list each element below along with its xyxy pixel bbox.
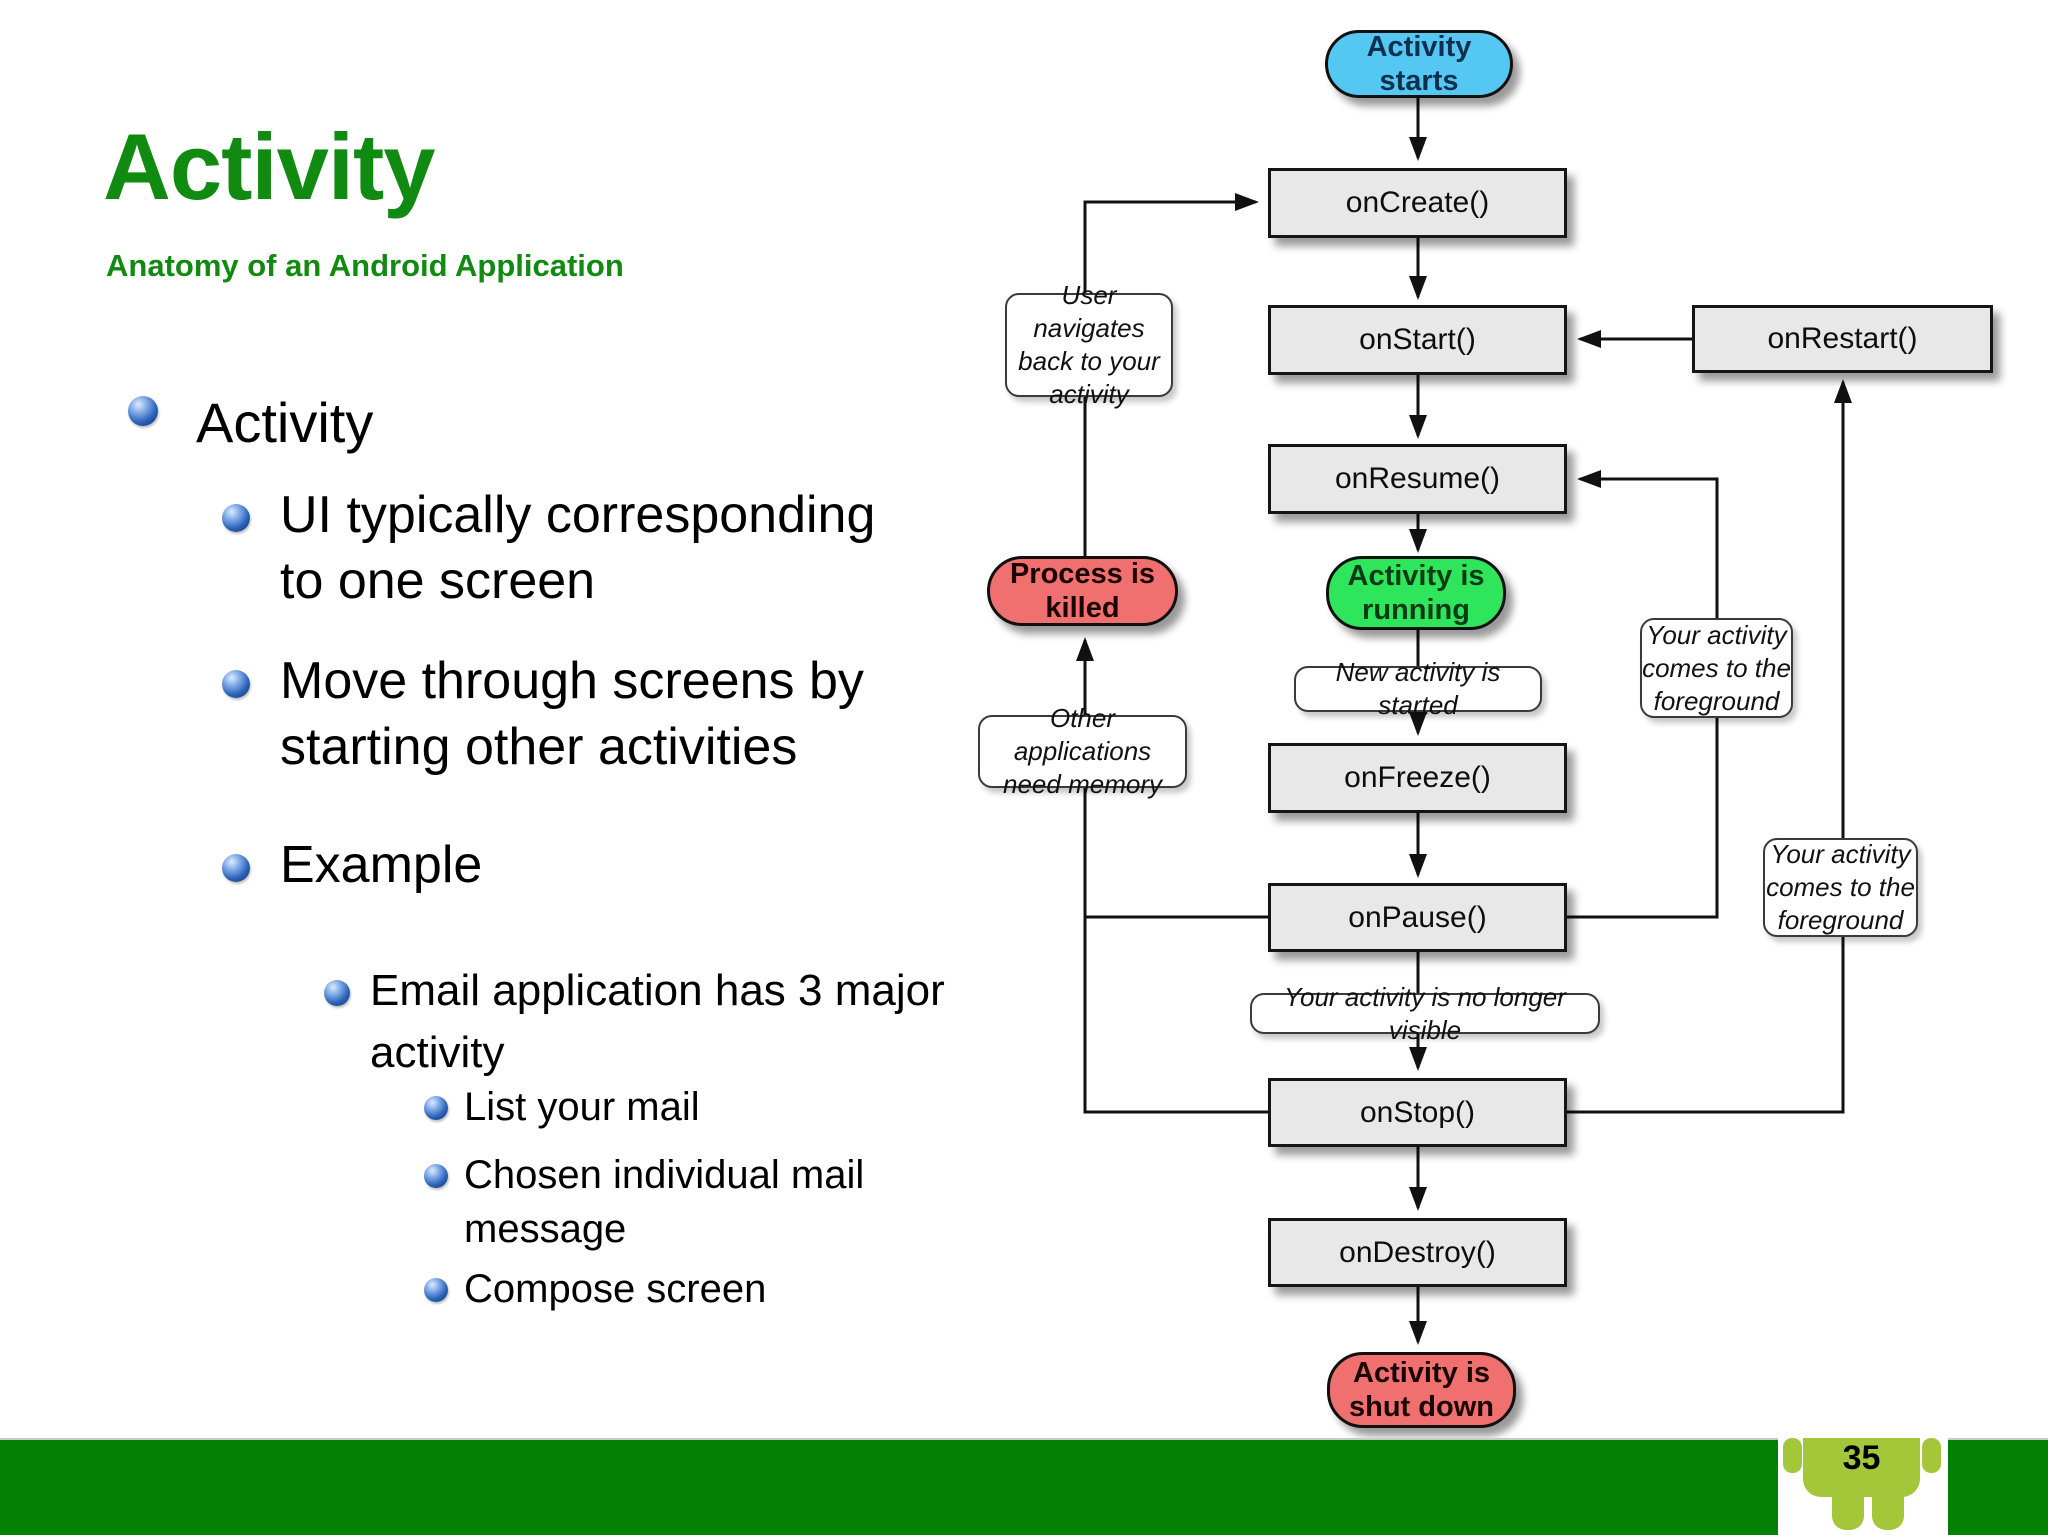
list-item-line: Move through screens by (280, 652, 864, 710)
list-item: List your mail (424, 1080, 700, 1134)
list-item: Activity (128, 388, 373, 458)
list-item-line: activity (370, 1028, 505, 1077)
android-arm-icon (1783, 1438, 1802, 1473)
annotation-line: Your activity is no longer visible (1284, 981, 1566, 1045)
android-logo: 35 (1778, 1438, 1948, 1535)
list-item-text: Activity (196, 388, 373, 458)
node-process-killed: Process is killed (987, 556, 1178, 626)
list-item-text: UI typically corresponding to one screen (280, 482, 875, 614)
node-label-line: Process is (1009, 558, 1156, 590)
android-body-icon (1803, 1438, 1920, 1497)
list-item-line: message (464, 1207, 627, 1251)
node-label-line: starts (1379, 65, 1459, 97)
list-item-text: Compose screen (464, 1262, 766, 1316)
annotation-line: foreground (1653, 685, 1780, 716)
node-label: onDestroy() (1339, 1235, 1496, 1269)
bullet-icon (222, 854, 250, 882)
annotation-line: Your activity (1646, 619, 1787, 650)
footer-bar (0, 1438, 2048, 1535)
annotation-no-longer-visible: Your activity is no longer visible (1250, 982, 1600, 1045)
annotation-line: User navigates (1033, 280, 1145, 343)
node-label-line: Activity is (1347, 560, 1485, 592)
annotation-line: activity (1049, 379, 1129, 409)
node-oncreate: onCreate() (1268, 168, 1567, 238)
annotation-line: need memory (1003, 769, 1162, 799)
annotation-user-navigates: User navigates back to your activity (1005, 280, 1173, 409)
node-activity-shutdown: Activity is shut down (1327, 1352, 1516, 1428)
annotation-line: foreground (1777, 905, 1904, 935)
annotation-foreground-resume: Your activity comes to the foreground (1640, 618, 1793, 718)
list-item: UI typically corresponding to one screen (222, 482, 875, 614)
node-label: onCreate() (1345, 186, 1490, 219)
node-label: onPause() (1348, 900, 1487, 934)
node-label: onRestart() (1767, 322, 1918, 355)
list-item-text: Example (280, 832, 482, 898)
android-arm-icon (1922, 1438, 1941, 1473)
node-label: onStart() (1359, 323, 1476, 356)
list-item-line: UI typically corresponding (280, 486, 876, 544)
bullet-icon (222, 504, 250, 532)
annotation-other-apps-need-memory: Other applications need memory (978, 703, 1187, 799)
node-onrestart: onRestart() (1692, 305, 1993, 373)
node-label-line: Activity is (1353, 1357, 1490, 1389)
annotation-line: comes to the (1766, 872, 1915, 902)
list-item-line: Email application has 3 major (370, 966, 945, 1015)
annotation-line: comes to the (1642, 652, 1791, 683)
annotation-foreground-restart: Your activity comes to the foreground (1763, 838, 1918, 937)
node-ondestroy: onDestroy() (1268, 1218, 1567, 1287)
node-label: onResume() (1334, 462, 1501, 495)
list-item-line: Compose screen (464, 1267, 767, 1311)
list-item-line: List your mail (464, 1085, 700, 1129)
list-item: Compose screen (424, 1262, 766, 1316)
annotation-line: back to your (1018, 346, 1160, 376)
bullet-icon (424, 1164, 448, 1188)
bullet-icon (324, 980, 350, 1006)
page-title: Activity (103, 114, 436, 219)
node-label-line: running (1362, 594, 1470, 626)
node-onresume: onResume() (1268, 444, 1567, 514)
bullet-icon (424, 1278, 448, 1302)
bullet-icon (424, 1096, 448, 1120)
annotation-line: Other applications (1013, 703, 1152, 766)
list-item-line: starting other activities (280, 718, 798, 776)
list-item: Move through screens by starting other a… (222, 648, 864, 780)
annotation-line: New activity is started (1335, 657, 1501, 720)
node-label-line: shut down (1349, 1391, 1494, 1423)
annotation-line: Your activity (1770, 839, 1911, 869)
list-item: Chosen individual mail message (424, 1148, 864, 1256)
list-item-line: Chosen individual mail (464, 1153, 865, 1197)
node-onfreeze: onFreeze() (1268, 743, 1567, 813)
node-label-line: killed (1045, 592, 1120, 624)
list-item-text: List your mail (464, 1080, 700, 1134)
android-leg-icon (1872, 1495, 1904, 1530)
node-onstart: onStart() (1268, 305, 1567, 375)
list-item-text: Chosen individual mail message (464, 1148, 864, 1256)
annotation-new-activity-started: New activity is started (1294, 657, 1542, 720)
bullet-icon (128, 396, 158, 426)
list-item-line: to one screen (280, 552, 596, 610)
page-number: 35 (1842, 1439, 1881, 1477)
android-leg-icon (1832, 1495, 1864, 1530)
bullet-icon (222, 670, 250, 698)
node-label-line: Activity (1366, 31, 1472, 63)
page-subtitle: Anatomy of an Android Application (106, 248, 624, 283)
list-item-line: Example (280, 836, 483, 894)
list-item-text: Move through screens by starting other a… (280, 648, 864, 780)
node-activity-running: Activity is running (1326, 556, 1506, 630)
node-onstop: onStop() (1268, 1078, 1567, 1147)
list-item-line: Activity (196, 391, 374, 454)
list-item: Example (222, 832, 482, 898)
list-item: Email application has 3 major activity (324, 960, 945, 1084)
node-label: onFreeze() (1344, 761, 1491, 794)
node-activity-starts: Activity starts (1325, 30, 1513, 98)
node-label: onStop() (1359, 1095, 1476, 1129)
node-onpause: onPause() (1268, 883, 1567, 952)
list-item-text: Email application has 3 major activity (370, 960, 945, 1084)
